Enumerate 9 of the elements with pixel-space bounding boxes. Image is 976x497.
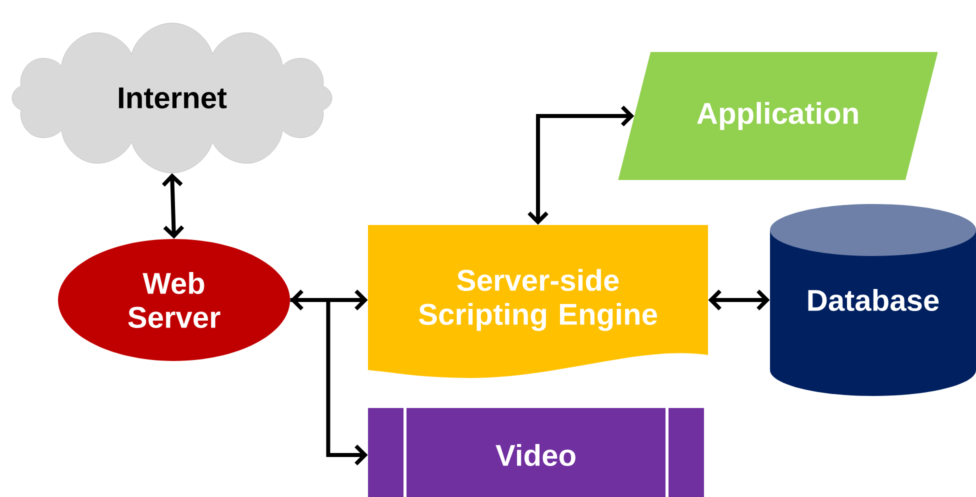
process-box: Video (368, 408, 704, 497)
cylinder: Database (770, 204, 976, 396)
arrow (290, 298, 368, 466)
arrow (162, 173, 184, 239)
cloud: Internet (12, 22, 332, 174)
parallelogram: Application (618, 52, 938, 180)
arrow (290, 290, 368, 310)
arrow (528, 106, 634, 225)
arrow (708, 290, 770, 310)
